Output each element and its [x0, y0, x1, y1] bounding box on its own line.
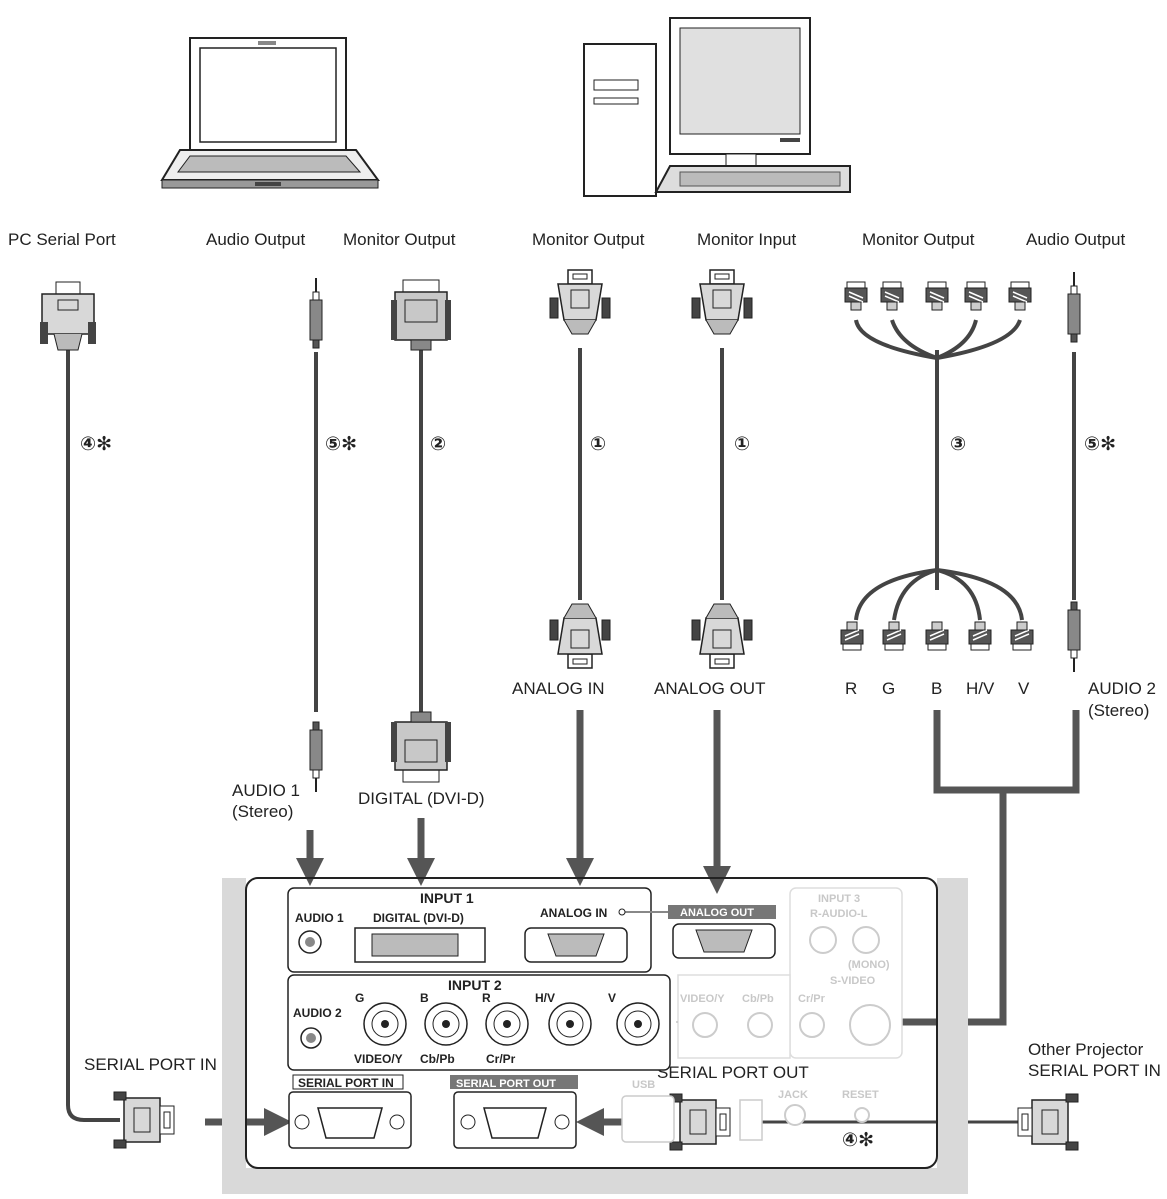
- bnc-port-b[interactable]: [424, 1002, 468, 1046]
- audio1-stereo-label: (Stereo): [232, 802, 293, 821]
- audio2-label: AUDIO 2: [1088, 679, 1156, 698]
- projector-panel: INPUT 1 AUDIO 1 DIGITAL (DVI-D) ANALOG I…: [222, 877, 968, 1194]
- audio-plug-bottom-left: [309, 721, 323, 793]
- panel-r-label: R: [482, 991, 491, 1005]
- panel-serial-out-label: SERIAL PORT OUT: [456, 1078, 556, 1090]
- bnc-bottom-v: [1010, 621, 1034, 651]
- other-projector-serial-label: SERIAL PORT IN: [1028, 1061, 1161, 1080]
- panel-usb-label: USB: [632, 1079, 655, 1091]
- audio-output-right-label: Audio Output: [1026, 230, 1126, 249]
- panel-s-video-label: S-VIDEO: [830, 975, 876, 987]
- panel-input3-label: INPUT 3: [818, 893, 860, 905]
- bnc-port-r[interactable]: [485, 1002, 529, 1046]
- panel-audio2-label: AUDIO 2: [293, 1006, 342, 1020]
- cable-number-audio-left: ⑤✻: [325, 433, 357, 455]
- bnc-v-label: V: [1018, 679, 1030, 698]
- serial-port-out-label: SERIAL PORT OUT: [657, 1063, 809, 1082]
- audio1-label: AUDIO 1: [232, 781, 300, 800]
- serial-port-in-label: SERIAL PORT IN: [84, 1055, 217, 1074]
- bnc-b-label: B: [931, 679, 942, 698]
- monitor-input-label: Monitor Input: [697, 230, 796, 249]
- dvi-connector-top: [391, 279, 451, 351]
- cable-number-dvi: ②: [430, 433, 446, 455]
- dvi-connector-bottom: [391, 711, 451, 783]
- panel-b-label: B: [420, 991, 429, 1005]
- bnc-bottom-g: [882, 621, 906, 651]
- other-projector-label: Other Projector: [1028, 1040, 1144, 1059]
- panel-jack-label: JACK: [778, 1089, 808, 1101]
- bnc-g-label: G: [882, 679, 895, 698]
- digital-dvid-label: DIGITAL (DVI-D): [358, 789, 485, 808]
- bnc-top-v: [1008, 281, 1032, 311]
- bnc-top-g: [880, 281, 904, 311]
- cable-number-serial: ④✻: [80, 433, 112, 455]
- panel-digital-label: DIGITAL (DVI-D): [373, 911, 464, 925]
- panel-g-label: G: [355, 991, 364, 1005]
- audio-plug-top-right: [1067, 271, 1081, 343]
- panel-input1-label: INPUT 1: [420, 890, 474, 906]
- serial-connector-pc-in: [113, 1091, 175, 1149]
- vga-connector-top-analog-out: [549, 269, 611, 335]
- panel-video-y-grey-label: VIDEO/Y: [680, 993, 725, 1005]
- panel-video-y-label: VIDEO/Y: [354, 1052, 403, 1066]
- panel-serial-in-label: SERIAL PORT IN: [298, 1076, 394, 1090]
- monitor-output-dvi-label: Monitor Output: [343, 230, 456, 249]
- cable-number-audio-right: ⑤✻: [1084, 433, 1116, 455]
- bnc-top-b: [925, 281, 949, 311]
- audio-plug-top-left: [309, 277, 323, 349]
- laptop-icon: [160, 37, 380, 189]
- cable-number-serial-out: ④✻: [842, 1129, 874, 1151]
- panel-v-label: V: [608, 991, 616, 1005]
- bnc-r-label: R: [845, 679, 857, 698]
- panel-reset-label: RESET: [842, 1089, 879, 1101]
- bnc-top-hv: [964, 281, 988, 311]
- panel-analog-out-label: ANALOG OUT: [680, 907, 754, 919]
- bnc-bottom-r: [840, 621, 864, 651]
- vga-connector-analog-out: [691, 603, 753, 669]
- bnc-port-hv[interactable]: [548, 1002, 592, 1046]
- serial-connector-out: [669, 1093, 731, 1151]
- panel-cr-pr-grey-label: Cr/Pr: [798, 993, 826, 1005]
- bnc-port-v[interactable]: [616, 1002, 660, 1046]
- panel-cb-pb-grey-label: Cb/Pb: [742, 993, 774, 1005]
- bnc-bottom-b: [925, 621, 949, 651]
- audio-output-left-label: Audio Output: [206, 230, 306, 249]
- cables: [66, 319, 1076, 1124]
- panel-input2-label: INPUT 2: [448, 977, 502, 993]
- vga-connector-analog-in: [549, 603, 611, 669]
- panel-analog-in-label: ANALOG IN: [540, 906, 607, 920]
- audio-plug-bottom-right: [1067, 601, 1081, 673]
- bnc-top-r: [844, 281, 868, 311]
- bnc-port-g[interactable]: [363, 1002, 407, 1046]
- monitor-output-bnc-label: Monitor Output: [862, 230, 975, 249]
- bnc-hv-label: H/V: [966, 679, 995, 698]
- serial-connector-other-projector: [1017, 1093, 1079, 1151]
- bnc-bottom-hv: [968, 621, 992, 651]
- pc-serial-connector: [40, 281, 96, 351]
- audio2-stereo-label: (Stereo): [1088, 701, 1149, 720]
- cable-number-analog-in: ①: [590, 433, 606, 455]
- vga-connector-top-monitor-in: [691, 269, 753, 335]
- panel-r-audio-l-label: R-AUDIO-L: [810, 908, 868, 920]
- panel-cr-pr-label: Cr/Pr: [486, 1052, 516, 1066]
- panel-mono-label: (MONO): [848, 959, 890, 971]
- panel-cb-pb-label: Cb/Pb: [420, 1052, 455, 1066]
- cable-number-bnc: ③: [950, 433, 966, 455]
- pc-serial-port-label: PC Serial Port: [8, 230, 116, 249]
- cable-number-analog-out: ①: [734, 433, 750, 455]
- panel-audio1-label: AUDIO 1: [295, 911, 344, 925]
- analog-out-label: ANALOG OUT: [654, 679, 765, 698]
- panel-hv-label: H/V: [535, 991, 555, 1005]
- monitor-output-analog-label: Monitor Output: [532, 230, 645, 249]
- desktop-computer-icon: [583, 17, 851, 197]
- analog-in-label: ANALOG IN: [512, 679, 605, 698]
